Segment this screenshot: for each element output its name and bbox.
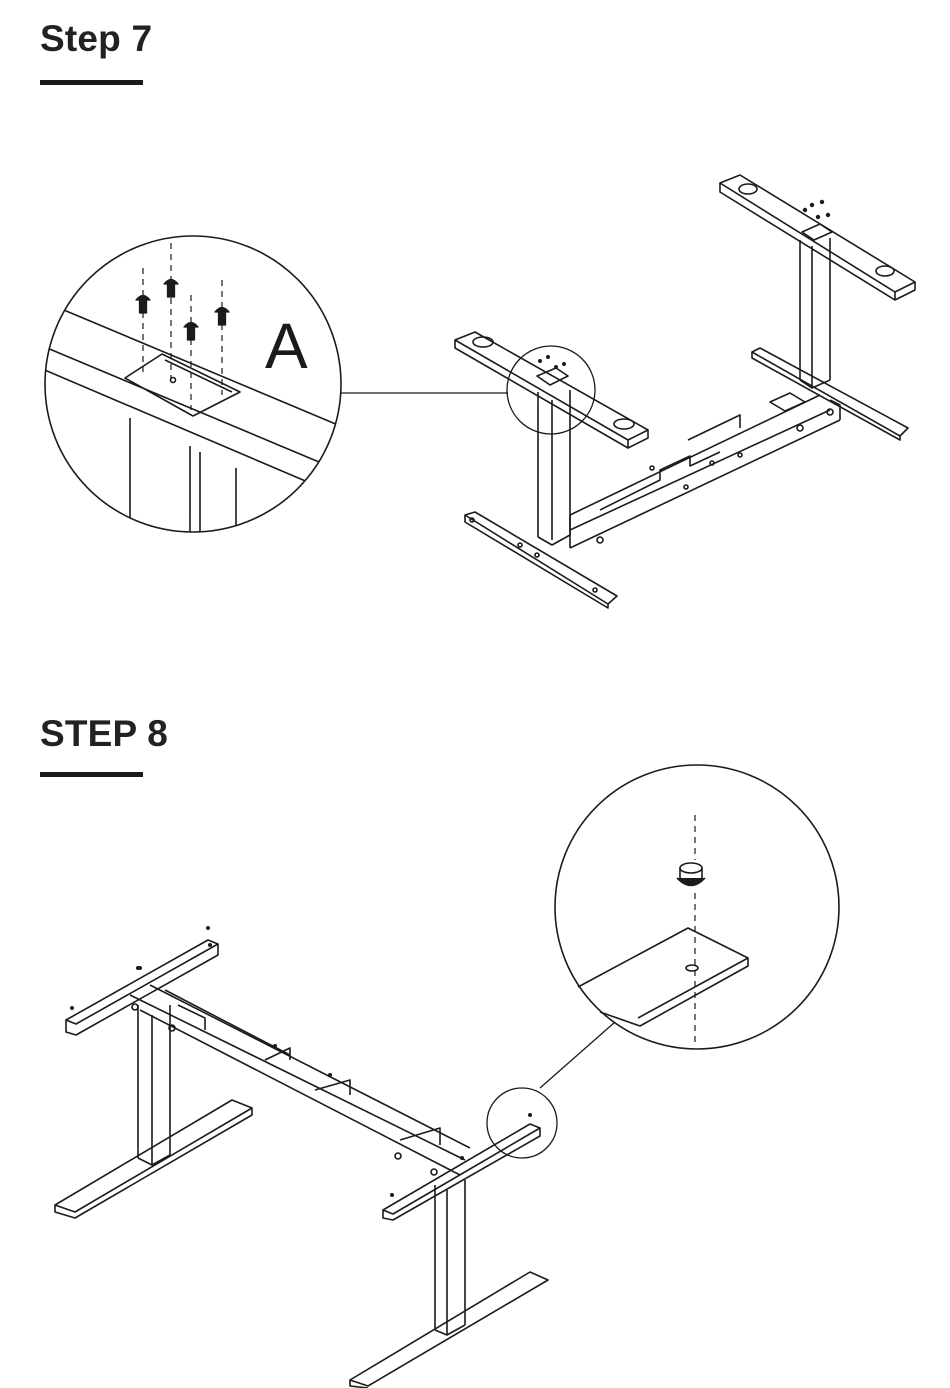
desk-frame-step-8 [55, 926, 548, 1388]
zoom-circle-foot [487, 1088, 557, 1158]
detail-circle-foot-pad [555, 765, 839, 1049]
leveler-icon [677, 863, 705, 886]
